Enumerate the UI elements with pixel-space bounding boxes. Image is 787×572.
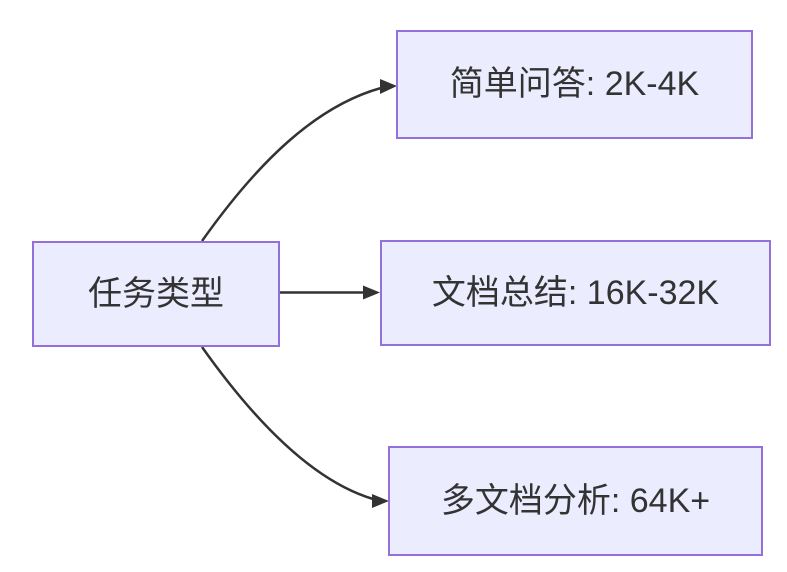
- node-simple-qa-label: 简单问答: 2K-4K: [449, 65, 700, 104]
- node-simple-qa: 简单问答: 2K-4K: [396, 30, 753, 139]
- node-task-type-label: 任务类型: [88, 274, 224, 313]
- node-multi-doc-analysis: 多文档分析: 64K+: [388, 446, 763, 556]
- edge-root-to-simple-qa: [200, 86, 382, 242]
- arrowhead-doc-summary-icon: [363, 285, 380, 300]
- arrowhead-multi-doc-analysis-icon: [372, 494, 389, 508]
- node-doc-summary: 文档总结: 16K-32K: [380, 240, 771, 346]
- arrowhead-simple-qa-icon: [380, 79, 397, 94]
- node-doc-summary-label: 文档总结: 16K-32K: [431, 273, 720, 312]
- node-task-type: 任务类型: [32, 241, 280, 347]
- edge-root-to-multi-doc-analysis: [200, 346, 374, 501]
- node-multi-doc-analysis-label: 多文档分析: 64K+: [440, 481, 711, 520]
